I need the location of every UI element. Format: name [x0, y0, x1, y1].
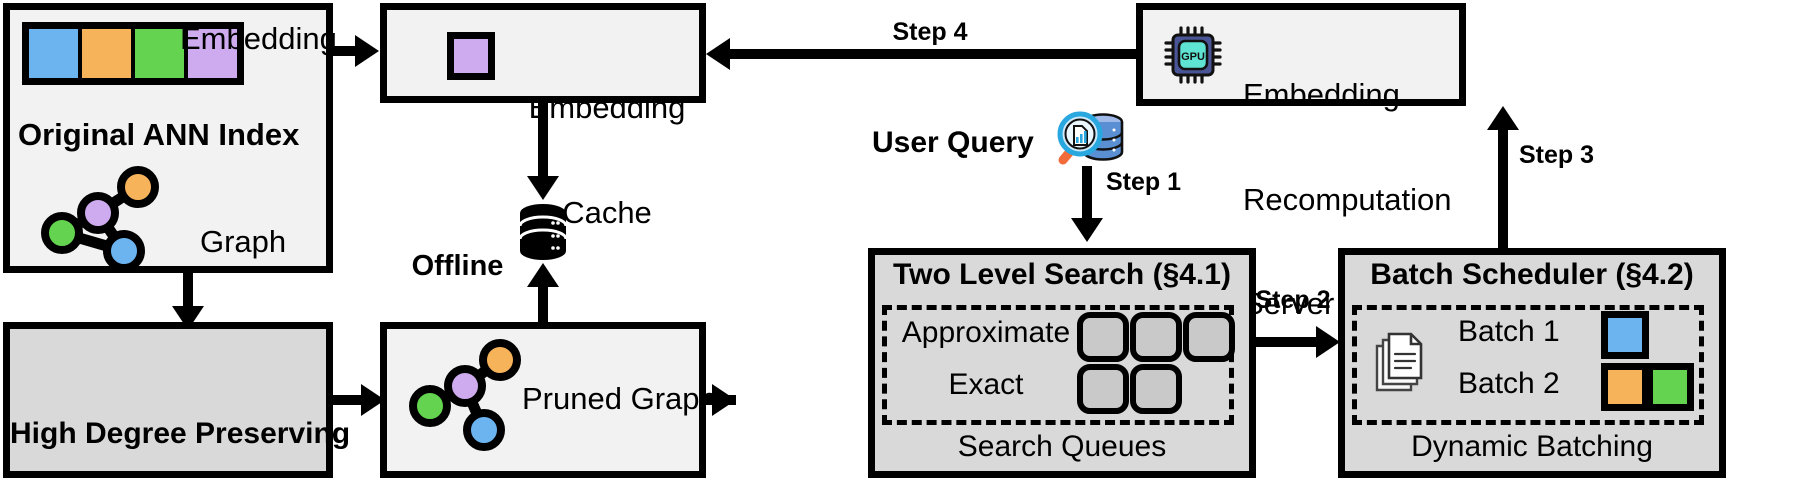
embedding-cell [82, 29, 135, 78]
arrow-step1-shaft [1082, 166, 1092, 221]
embedding-cell [135, 29, 188, 78]
graph-pruning-box [3, 322, 333, 478]
arrow-pruned-to-storage-head [527, 263, 559, 287]
recomputation-server-title: Embedding Recomputation Server [1243, 9, 1452, 391]
arrow-step2-head [1316, 326, 1340, 358]
arrow-cache-to-storage-head [527, 176, 559, 200]
graph-pruning-line1: High Degree Preserving [10, 417, 351, 450]
batch-2-item [1646, 363, 1694, 411]
batch-scheduler-title: Batch Scheduler (§4.2) [1370, 258, 1694, 291]
documents-stack-icon [1375, 332, 1423, 392]
batch-2-item [1601, 363, 1649, 411]
queue-slot[interactable] [1183, 312, 1235, 362]
embedding-cache-swatch [447, 32, 495, 80]
arrow-index-to-cache-head [355, 35, 379, 67]
arrow-index-to-cache-shaft [333, 46, 357, 56]
arrow-pruning-to-pruned-shaft [333, 395, 363, 405]
embedding-cache-title: Embedding Cache [512, 22, 702, 300]
embedding-cache-title-line1: Embedding [528, 90, 686, 126]
offline-storage-line1: Offline [411, 249, 504, 282]
approximate-slots [1077, 312, 1235, 362]
batch-1-item [1601, 311, 1649, 359]
search-queues-footer: Search Queues [957, 430, 1167, 463]
queue-slot[interactable] [1130, 364, 1182, 414]
batch-1-label: Batch 1 [1458, 315, 1560, 348]
two-level-search-title: Two Level Search (§4.1) [893, 258, 1231, 291]
graph-label: Graph [200, 224, 287, 259]
user-query-label: User Query [872, 126, 1034, 159]
recomputation-server-line1: Embedding [1243, 77, 1400, 113]
recomputation-server-line3: Server [1243, 285, 1335, 321]
queue-slot[interactable] [1077, 312, 1129, 362]
arrow-step3-head [1487, 106, 1519, 130]
exact-slots [1077, 364, 1182, 414]
arrow-step1-head [1071, 218, 1103, 242]
database-icon [518, 204, 568, 260]
approximate-label: Approximate [901, 316, 1071, 349]
embedding-cache-title-line2: Cache [562, 194, 652, 230]
embedding-cache-box [380, 3, 706, 103]
svg-text:GPU: GPU [1181, 51, 1205, 63]
pruned-graph-icon [409, 339, 521, 451]
step3-label: Step 3 [1519, 141, 1595, 169]
embedding-cell [188, 29, 237, 78]
pruned-graph-box [380, 322, 706, 478]
query-search-database-icon [1057, 111, 1124, 165]
graph-pruning-title: High Degree Preserving Graph Pruning (§5… [10, 333, 351, 481]
arrow-pruned-to-search-head [712, 384, 736, 416]
embedding-cell [29, 29, 82, 78]
gpu-chip-icon: GPU [1164, 26, 1222, 84]
arrow-index-to-pruning-shaft [183, 273, 193, 308]
arrow-step4-head [706, 38, 730, 70]
queue-slot[interactable] [1130, 312, 1182, 362]
recomputation-server-line2: Recomputation [1243, 181, 1452, 217]
step1-label: Step 1 [1106, 168, 1182, 196]
step2-label: Step 2 [1255, 286, 1331, 314]
pruned-graph-label: Pruned Graph [522, 381, 717, 416]
original-index-graph-icon [41, 166, 159, 272]
two-level-search-box [868, 248, 1256, 478]
search-queues-group [882, 305, 1234, 425]
dynamic-batching-group [1352, 305, 1704, 425]
exact-label: Exact [948, 368, 1024, 401]
step4-label: Step 4 [892, 18, 968, 46]
arrow-pruned-to-storage-shaft [538, 287, 548, 322]
arrow-step3-shaft [1498, 130, 1508, 248]
batch-2-label: Batch 2 [1458, 367, 1560, 400]
embedding-strip [22, 22, 244, 85]
original-ann-index-title: Original ANN Index [18, 117, 300, 152]
dynamic-batching-footer: Dynamic Batching [1411, 430, 1653, 463]
arrow-step2-shaft [1256, 337, 1321, 347]
embedding-label: Embedding [180, 21, 337, 56]
arrow-cache-to-storage-shaft [538, 103, 548, 178]
arrow-step4-shaft [730, 49, 1136, 59]
queue-slot[interactable] [1077, 364, 1129, 414]
